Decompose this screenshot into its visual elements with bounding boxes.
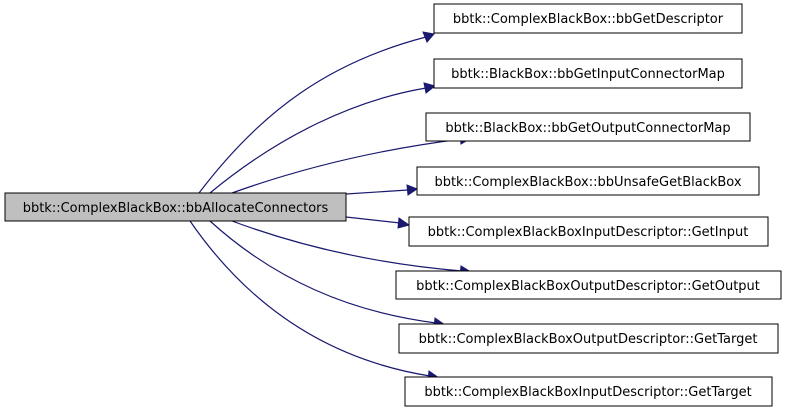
callee-label: bbtk::ComplexBlackBoxOutputDescriptor::G…	[416, 279, 760, 294]
edge-to-bbgetoutputconnectormap	[231, 138, 463, 194]
callee-label: bbtk::ComplexBlackBoxOutputDescriptor::G…	[419, 332, 758, 347]
edge-to-getoutput-target	[209, 220, 437, 324]
edge-arrow-bbgetinputconnectormap	[423, 82, 437, 94]
edge-to-getinput	[345, 216, 401, 224]
edge-to-bbgetdescriptor	[198, 36, 427, 194]
callee-box[interactable]	[416, 166, 760, 196]
callee-box[interactable]	[398, 323, 779, 354]
callee-box[interactable]	[408, 216, 769, 247]
edge-arrow-bbgetdescriptor	[422, 31, 435, 43]
callee-label: bbtk::ComplexBlackBox::bbUnsafeGetBlackB…	[434, 175, 741, 190]
callee-label: bbtk::BlackBox::bbGetOutputConnectorMap	[445, 121, 730, 136]
callee-node-getinput-target[interactable]: bbtk::ComplexBlackBoxInputDescriptor::Ge…	[404, 376, 773, 407]
callee-node-bbgetoutputconnectormap[interactable]: bbtk::BlackBox::bbGetOutputConnectorMap	[425, 112, 751, 142]
callee-node-bbgetinputconnectormap[interactable]: bbtk::BlackBox::bbGetInputConnectorMap	[433, 58, 743, 89]
callee-box[interactable]	[395, 270, 782, 300]
edge-arrow-getinput	[397, 217, 411, 229]
edge-to-getinput-target	[189, 220, 431, 377]
callee-box[interactable]	[433, 58, 743, 89]
root-node-box[interactable]	[4, 192, 347, 222]
edge-arrow-bbunsafegetblackbox	[406, 184, 419, 196]
callee-box[interactable]	[425, 112, 751, 142]
callee-node-getoutput[interactable]: bbtk::ComplexBlackBoxOutputDescriptor::G…	[395, 270, 782, 300]
callee-box[interactable]	[433, 3, 743, 34]
callee-node-bbunsafegetblackbox[interactable]: bbtk::ComplexBlackBox::bbUnsafeGetBlackB…	[416, 166, 760, 196]
callee-label: bbtk::ComplexBlackBox::bbGetDescriptor	[453, 12, 724, 27]
callee-label: bbtk::ComplexBlackBoxInputDescriptor::Ge…	[428, 225, 749, 240]
callee-node-getinput[interactable]: bbtk::ComplexBlackBoxInputDescriptor::Ge…	[408, 216, 769, 247]
callee-box[interactable]	[404, 376, 773, 407]
callee-label: bbtk::BlackBox::bbGetInputConnectorMap	[451, 67, 725, 82]
edge-to-getoutput	[231, 220, 463, 272]
callee-node-bbgetdescriptor[interactable]: bbtk::ComplexBlackBox::bbGetDescriptor	[433, 3, 743, 34]
edge-to-bbunsafegetblackbox	[345, 189, 409, 195]
root-node-label: bbtk::ComplexBlackBox::bbAllocateConnect…	[23, 201, 329, 216]
callee-node-getoutput-target[interactable]: bbtk::ComplexBlackBoxOutputDescriptor::G…	[398, 323, 779, 354]
root-node[interactable]: bbtk::ComplexBlackBox::bbAllocateConnect…	[4, 192, 347, 222]
callee-label: bbtk::ComplexBlackBoxInputDescriptor::Ge…	[424, 385, 751, 400]
edge-to-bbgetinputconnectormap	[209, 87, 427, 194]
